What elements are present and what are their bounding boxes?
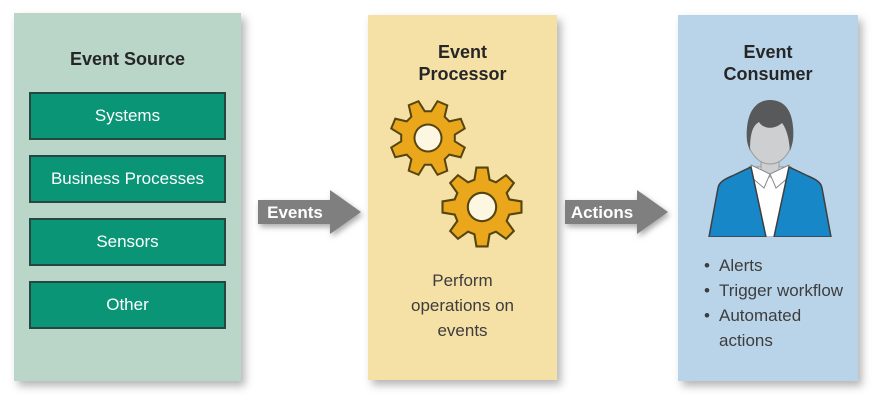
consumer-item-automated-actions: Automated actions bbox=[702, 303, 848, 353]
source-item-sensors: Sensors bbox=[29, 218, 226, 266]
consumer-item-alerts: Alerts bbox=[702, 253, 848, 278]
processor-description: Perform operations on events bbox=[368, 268, 557, 343]
source-item-label: Systems bbox=[94, 106, 161, 125]
hair-shape bbox=[746, 100, 794, 151]
gear-large bbox=[441, 166, 523, 248]
event-processor-title-text: Event Processor bbox=[418, 42, 507, 84]
event-processor-title: Event Processor bbox=[368, 41, 557, 85]
actions-arrow-label: Actions bbox=[571, 203, 633, 222]
event-source-title-text: Event Source bbox=[69, 49, 186, 69]
consumer-item-trigger-workflow: Trigger workflow bbox=[702, 278, 848, 303]
suit-left bbox=[708, 165, 767, 237]
event-source-panel: Event Source Systems Business Processes … bbox=[14, 13, 241, 381]
source-item-business-processes: Business Processes bbox=[29, 155, 226, 203]
source-item-label: Sensors bbox=[96, 232, 159, 251]
event-source-title: Event Source bbox=[14, 48, 241, 70]
source-item-label: Business Processes bbox=[50, 169, 205, 188]
event-consumer-title-text: Event Consumer bbox=[723, 42, 813, 84]
event-source-list: Systems Business Processes Sensors Other bbox=[29, 92, 226, 344]
event-consumer-panel: Event Consumer Alerts Trigger workflow A… bbox=[678, 15, 858, 381]
events-arrow: Events bbox=[258, 190, 361, 234]
source-item-label: Other bbox=[106, 295, 149, 314]
gear-small bbox=[389, 99, 467, 177]
consumer-actions-list: Alerts Trigger workflow Automated action… bbox=[702, 253, 848, 353]
gears-icon bbox=[389, 99, 523, 248]
source-item-systems: Systems bbox=[29, 92, 226, 140]
actions-arrow: Actions bbox=[565, 190, 668, 234]
events-arrow-label: Events bbox=[267, 203, 323, 222]
arrow-shape bbox=[565, 190, 668, 234]
event-processor-panel: Event Processor Perform operations on ev… bbox=[368, 15, 557, 380]
suit-right bbox=[773, 165, 832, 237]
businessman-icon bbox=[708, 100, 832, 237]
arrow-shape bbox=[258, 190, 361, 234]
event-consumer-title: Event Consumer bbox=[678, 41, 858, 85]
processor-description-text: Perform operations on events bbox=[410, 271, 515, 340]
source-item-other: Other bbox=[29, 281, 226, 329]
